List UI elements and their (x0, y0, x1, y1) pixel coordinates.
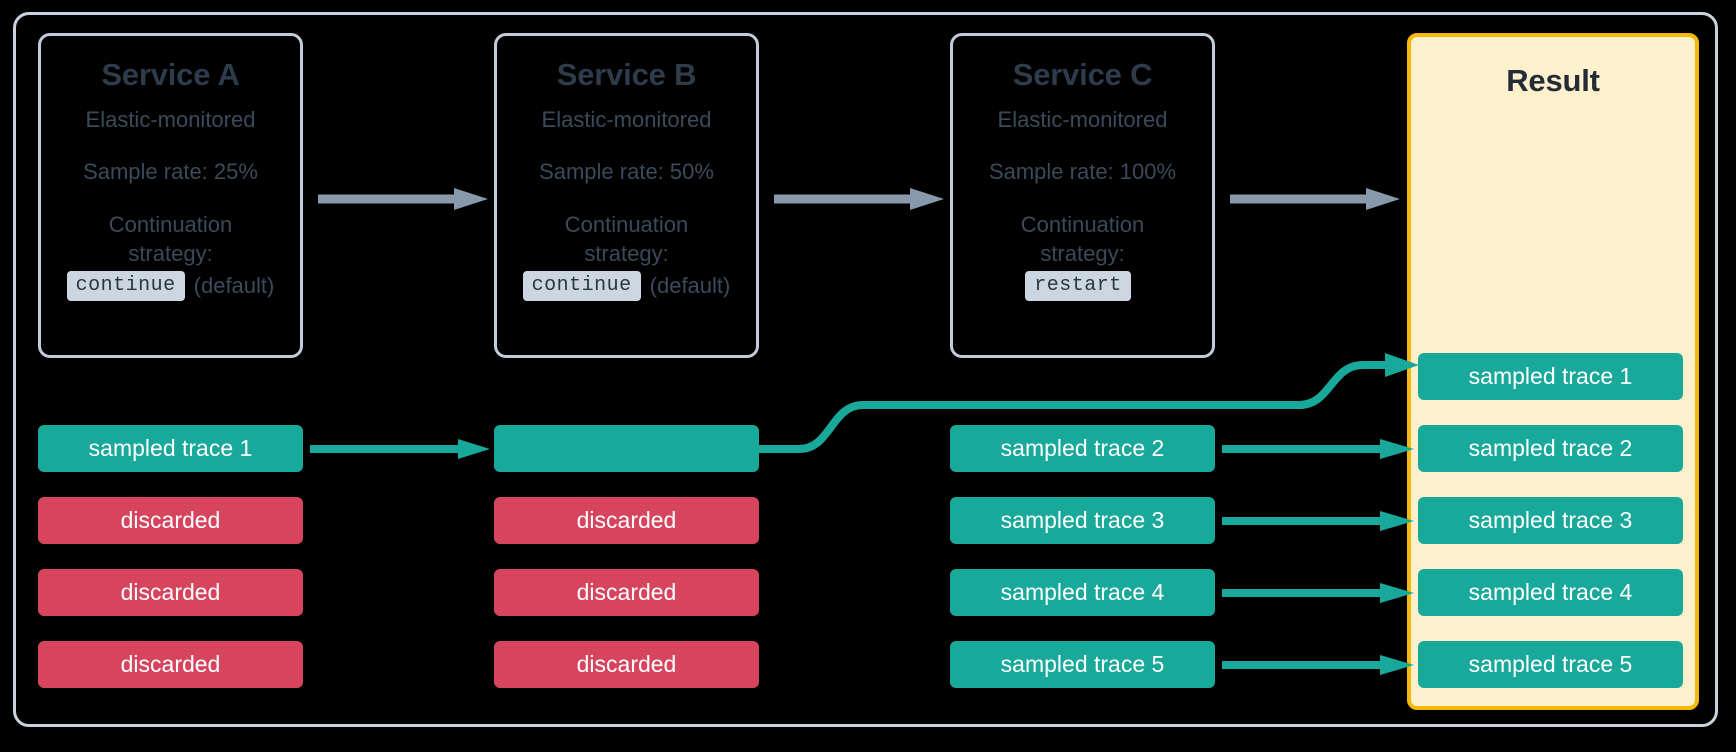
service-c-strategy-row: restart (953, 271, 1212, 302)
trace-pill-c-1: sampled trace 2 (950, 425, 1215, 472)
service-a-strategy-note: (default) (193, 273, 275, 299)
result-trace-pill-1: sampled trace 1 (1418, 353, 1683, 400)
trace-pill-b-3: discarded (494, 569, 759, 616)
trace-curve-b1-to-result1 (759, 353, 1419, 453)
service-b-subtitle: Elastic-monitored (541, 107, 712, 133)
service-a-strategy-code: continue (66, 271, 185, 302)
trace-pill-b-4: discarded (494, 641, 759, 688)
trace-arrow-c2-to-result3 (1222, 511, 1414, 531)
service-a-title: Service A (101, 57, 240, 92)
service-b-sample-rate: Sample rate: 50% (539, 158, 714, 184)
trace-pill-a-3: discarded (38, 569, 303, 616)
flow-arrow-b-to-c (774, 188, 944, 210)
result-title: Result (1506, 63, 1600, 98)
trace-pill-c-3: sampled trace 4 (950, 569, 1215, 616)
service-b-strategy-label: Continuation strategy: (564, 212, 689, 266)
result-trace-pill-4: sampled trace 4 (1418, 569, 1683, 616)
trace-pill-b-2: discarded (494, 497, 759, 544)
trace-pill-c-4: sampled trace 5 (950, 641, 1215, 688)
result-trace-pill-5: sampled trace 5 (1418, 641, 1683, 688)
service-c-title: Service C (1012, 57, 1153, 92)
trace-pill-c-2: sampled trace 3 (950, 497, 1215, 544)
trace-arrow-c3-to-result4 (1222, 583, 1414, 603)
service-b-strategy-code: continue (522, 271, 641, 302)
trace-arrow-c1-to-result2 (1222, 439, 1414, 459)
service-c-subtitle: Elastic-monitored (997, 107, 1168, 133)
flow-arrow-c-to-result (1230, 188, 1400, 210)
trace-pill-a-1: sampled trace 1 (38, 425, 303, 472)
service-card-a: Service A Elastic-monitored Sample rate:… (38, 33, 303, 358)
service-b-title: Service B (556, 57, 697, 92)
result-trace-pill-2: sampled trace 2 (1418, 425, 1683, 472)
trace-pill-a-4: discarded (38, 641, 303, 688)
trace-pill-a-2: discarded (38, 497, 303, 544)
service-card-c: Service C Elastic-monitored Sample rate:… (950, 33, 1215, 358)
trace-arrow-c4-to-result5 (1222, 655, 1414, 675)
service-c-strategy-code: restart (1025, 271, 1131, 302)
result-trace-pill-3: sampled trace 3 (1418, 497, 1683, 544)
service-c-strategy-label: Continuation strategy: (1020, 212, 1145, 266)
flow-arrow-a-to-b (318, 188, 488, 210)
service-a-strategy-row: continue (default) (41, 271, 300, 302)
service-c-sample-rate: Sample rate: 100% (988, 158, 1177, 184)
service-a-subtitle: Elastic-monitored (85, 107, 256, 133)
diagram-outer-frame (13, 12, 1718, 727)
trace-pill-b-1 (494, 425, 759, 472)
service-a-strategy-label: Continuation strategy: (108, 212, 233, 266)
service-b-strategy-note: (default) (649, 273, 731, 299)
trace-arrow-a1-to-b1 (310, 439, 490, 459)
service-b-strategy-row: continue (default) (497, 271, 756, 302)
service-a-sample-rate: Sample rate: 25% (83, 158, 258, 184)
service-card-b: Service B Elastic-monitored Sample rate:… (494, 33, 759, 358)
